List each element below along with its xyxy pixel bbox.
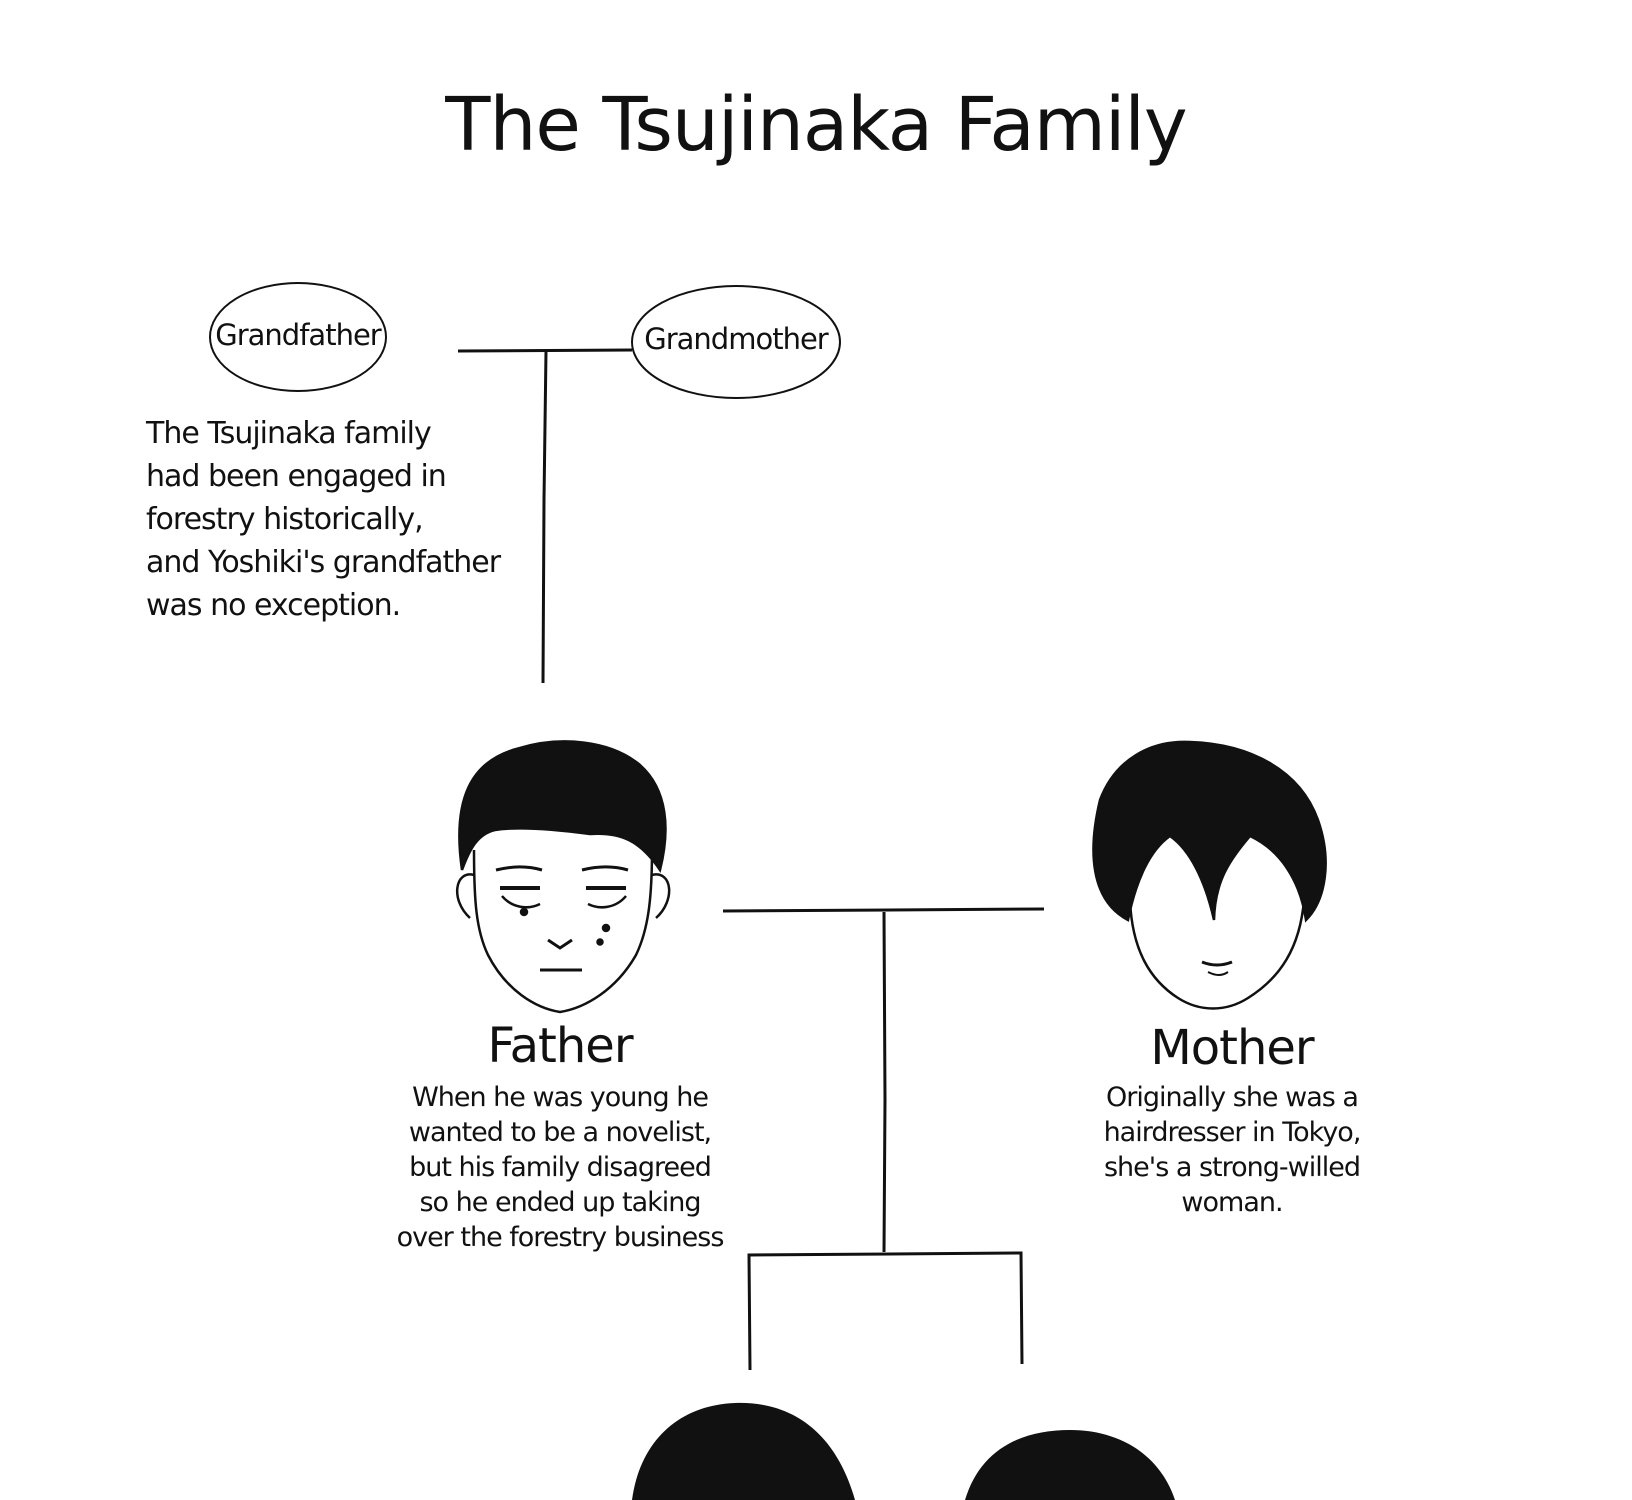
page-title: The Tsujinaka Family [445, 82, 1187, 168]
father-nose [547, 938, 573, 950]
father-right-eyebag [587, 895, 627, 909]
father-description: When he was young he wanted to be a nove… [380, 1080, 740, 1255]
parents-descent-line [882, 911, 887, 1253]
father-description-line: so he ended up taking [419, 1187, 701, 1218]
grandfather-oval [209, 282, 387, 392]
father-mole-1 [519, 907, 529, 917]
parents-marriage-line [722, 907, 1045, 913]
father-description-line: wanted to be a novelist, [408, 1117, 712, 1148]
father-portrait [455, 740, 671, 1014]
grandmother-oval [631, 285, 841, 399]
father-description-line: over the forestry business [396, 1222, 725, 1253]
grandparents-note-line: was no exception. [146, 588, 401, 623]
mother-description-line: hairdresser in Tokyo, [1103, 1117, 1362, 1148]
child-1-hair [632, 1402, 855, 1500]
grandparents-note-line: had been engaged in [146, 459, 447, 494]
mother-mouth [1201, 960, 1233, 967]
mother-portrait [1092, 740, 1327, 1010]
child-2-hair [965, 1430, 1175, 1500]
father-left-eyebag [501, 895, 541, 909]
father-description-line: When he was young he [412, 1082, 709, 1113]
mother-lip [1207, 971, 1229, 976]
grandparents-descent-line [541, 350, 548, 684]
father-hair [458, 740, 667, 874]
grandparents-note-line: forestry historically, [146, 502, 424, 537]
mother-description: Originally she was a hairdresser in Toky… [1082, 1080, 1382, 1220]
grandparents-note-line: and Yoshiki's grandfather [146, 545, 501, 580]
grandparents-note: The Tsujinaka family had been engaged in… [146, 412, 501, 627]
father-left-ear [455, 873, 475, 919]
grandfather-label: Grandfather [215, 318, 381, 352]
grandparents-marriage-line [457, 348, 633, 353]
father-right-ear [651, 873, 671, 919]
father-name: Father [487, 1018, 633, 1074]
mother-description-line: woman. [1181, 1187, 1283, 1218]
grandparents-note-line: The Tsujinaka family [146, 416, 432, 451]
mother-description-line: she's a strong-willed [1103, 1152, 1361, 1183]
father-description-line: but his family disagreed [409, 1152, 712, 1183]
children-branch-line [747, 1251, 1024, 1371]
mother-description-line: Originally she was a [1106, 1082, 1359, 1113]
mother-name: Mother [1150, 1020, 1314, 1076]
grandmother-label: Grandmother [644, 322, 828, 356]
mother-face [1128, 899, 1306, 1010]
father-mole-3 [596, 938, 604, 946]
mother-hair [1092, 740, 1327, 923]
father-mole-2 [601, 923, 611, 933]
father-face [472, 849, 654, 1014]
father-left-eyebrow [495, 865, 543, 872]
father-right-eyebrow [581, 865, 629, 872]
